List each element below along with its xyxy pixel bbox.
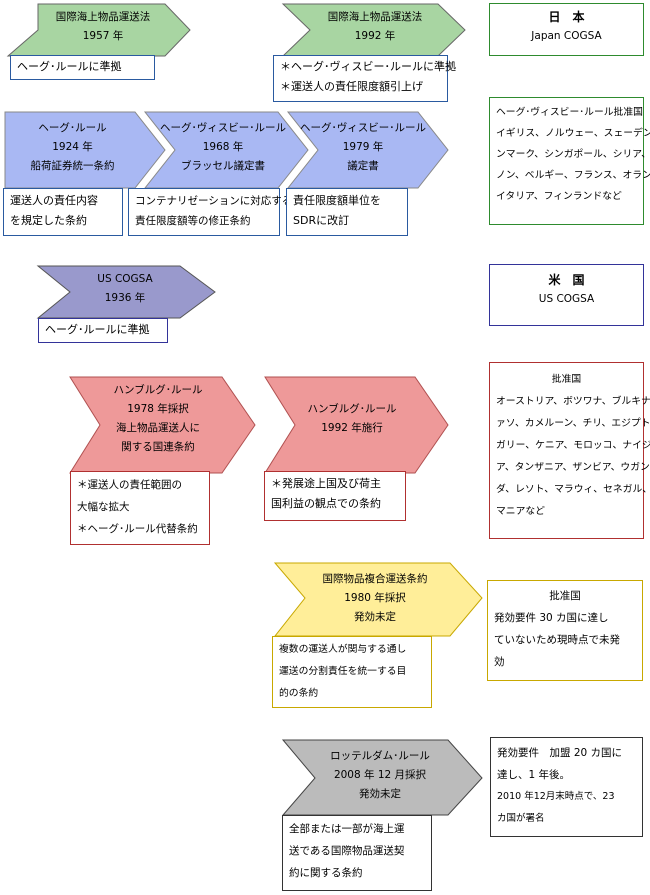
arrow-hamburg-1992 [264, 376, 449, 474]
arrow-us-cogsa [36, 265, 216, 319]
usa-sub: US COGSA [538, 293, 595, 305]
japan-sub: Japan COGSA [531, 30, 602, 42]
usa-title: 米 国 [548, 273, 585, 287]
arrow-hamburg92-label: ハンブルグ･ルール 1992 年施行 [307, 403, 397, 434]
note-jp-1957: ヘーグ･ルールに準拠 [10, 55, 155, 80]
arrow-jp-1957 [6, 3, 191, 57]
arrow-visby68-label: ヘーグ･ヴィスビー･ルール 1968 年 ブラッセル議定書 [160, 122, 286, 172]
note-multimodal: 複数の運送人が関与する通し 運送の分割責任を統一する目 的の条約 [272, 636, 432, 708]
note-hamburg78: ＊運送人の責任範囲の 大幅な拡大 ＊ヘーグ･ルール代替条約 [70, 471, 210, 545]
arrow-rotterdam-label: ロッテルダム･ルール 2008 年 12 月採択 発効未定 [330, 750, 430, 800]
note-jp-1992: ＊ヘーグ･ヴィスビー･ルールに準拠 ＊運送人の責任限度額引上げ [273, 55, 456, 102]
law-year: 1992 年 [354, 30, 396, 42]
multimodal-side-box: 批准国 発効要件 30 カ国に達し ていないため現時点で未発 効 [487, 580, 643, 681]
note-visby79: 責任限度額単位を SDRに改訂 [286, 188, 408, 236]
note-hamburg92: ＊発展途上国及び荷主 国利益の観点での条約 [264, 471, 406, 521]
arrow-uscogsa-label: US COGSA 1936 年 [97, 273, 153, 304]
japan-box: 日 本 Japan COGSA [489, 3, 644, 56]
note-visby68: コンテナリゼーションに対応する 責任限度額等の修正条約 [128, 188, 292, 236]
law-name: 国際海上物品運送法 [55, 11, 151, 23]
arrow-jp-1992-label: 国際海上物品運送法 1992 年 [300, 8, 450, 46]
note-hague: 運送人の責任内容 を規定した条約 [3, 188, 123, 236]
arrow-multimodal-1980 [273, 562, 483, 637]
visby-ratify-box: ヘーグ･ヴィスビー･ルール批准国 イギリス、ノルウェー、スェーデン、デ ンマーク… [489, 97, 650, 225]
arrow-rotterdam-2008 [281, 739, 483, 816]
arrow-hamburg78-label: ハンブルグ･ルール 1978 年採択 海上物品運送人に 関する国連条約 [113, 384, 203, 453]
note-rotterdam: 全部または一部が海上運 送である国際物品運送契 約に関する条約 [282, 815, 432, 891]
arrow-jp-1957-label: 国際海上物品運送法 1957 年 [38, 8, 168, 46]
usa-box: 米 国 US COGSA [489, 264, 644, 326]
hamburg-ratify-box: 批准国 オーストリア、ボツワナ、ブルキナ･フ ァソ、カメルーン、チリ、エジプト、… [489, 362, 650, 539]
arrow-hamburg-1978 [69, 376, 256, 474]
arrow-multimodal-label: 国際物品複合運送条約 1980 年採択 発効未定 [322, 573, 428, 623]
rotterdam-side-box: 発効要件 加盟 20 カ国に 達し、1 年後。 2010 年12月末時点で、23… [490, 737, 643, 837]
arrow-visby-1979 [286, 111, 449, 189]
japan-title: 日 本 [548, 10, 585, 24]
arrow-visby79-label: ヘーグ･ヴィスビー･ルール 1979 年 議定書 [300, 122, 426, 172]
note-uscogsa: ヘーグ･ルールに準拠 [38, 318, 168, 343]
law-name: 国際海上物品運送法 [327, 11, 423, 23]
arrow-hague-label: ヘーグ･ルール 1924 年 船荷証券統一条約 [30, 122, 115, 172]
law-year: 1957 年 [82, 30, 124, 42]
arrow-hague-1924 [4, 111, 166, 189]
